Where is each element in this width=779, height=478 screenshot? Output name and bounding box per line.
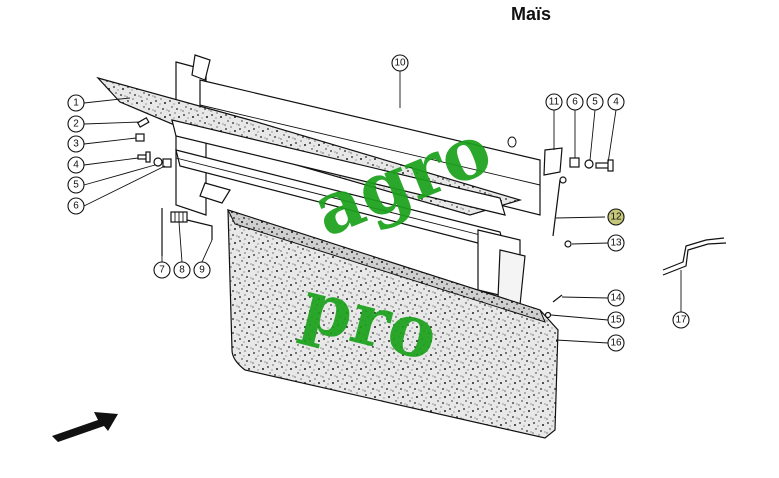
callout-7: 7 [153, 261, 171, 279]
callout-17: 17 [672, 311, 690, 329]
callout-6: 6 [67, 197, 85, 215]
callout-5-right: 5 [586, 93, 604, 111]
callout-6-right: 6 [566, 93, 584, 111]
callout-9: 9 [193, 261, 211, 279]
callout-2: 2 [67, 115, 85, 133]
clamp-plate-11 [543, 147, 563, 176]
washer-5-left [153, 157, 163, 167]
nut-6-right [569, 157, 580, 168]
callout-12: 12 [607, 208, 625, 226]
top-rod [182, 50, 517, 148]
svg-text:4: 4 [613, 97, 619, 108]
svg-text:2: 2 [73, 119, 79, 130]
nut-3 [135, 133, 145, 142]
callout-13: 13 [607, 234, 625, 252]
bracket-17 [662, 237, 727, 276]
callout-3: 3 [67, 135, 85, 153]
svg-text:12: 12 [610, 212, 622, 223]
svg-text:8: 8 [179, 265, 185, 276]
callouts: 1 2 3 4 5 6 7 8 9 10 11 6 5 4 12 13 14 1… [67, 54, 690, 352]
callout-4: 4 [67, 156, 85, 174]
callout-4-right: 4 [607, 93, 625, 111]
hook-rod-12 [552, 176, 567, 237]
svg-text:7: 7 [159, 265, 165, 276]
svg-text:9: 9 [199, 265, 205, 276]
right-end-plate [477, 229, 526, 306]
svg-text:11: 11 [549, 97, 560, 108]
svg-text:14: 14 [610, 293, 622, 304]
svg-text:10: 10 [394, 58, 406, 69]
callout-14: 14 [607, 289, 625, 307]
svg-text:1: 1 [73, 98, 79, 109]
callout-1: 1 [67, 94, 85, 112]
svg-text:15: 15 [610, 315, 622, 326]
svg-text:13: 13 [610, 238, 622, 249]
bolt-4-left [137, 151, 151, 163]
svg-text:5: 5 [592, 97, 598, 108]
bolt-14 [552, 294, 563, 303]
callout-8: 8 [173, 261, 191, 279]
direction-arrow [52, 412, 118, 442]
svg-text:3: 3 [73, 139, 79, 150]
nut-6-left [162, 158, 172, 168]
svg-text:5: 5 [73, 180, 79, 191]
svg-text:17: 17 [675, 315, 687, 326]
l-rod-9 [186, 219, 213, 240]
bolt-2 [136, 116, 150, 128]
screw-15 [544, 311, 552, 319]
svg-text:6: 6 [73, 201, 79, 212]
bolt-4-right [595, 159, 614, 172]
callout-5: 5 [67, 176, 85, 194]
svg-text:6: 6 [572, 97, 578, 108]
leader-lines [83, 71, 682, 344]
washer-5-right [584, 159, 594, 169]
diagram-title: Maïs [511, 4, 552, 24]
callout-15: 15 [607, 311, 625, 329]
callout-16: 16 [607, 334, 625, 352]
svg-text:4: 4 [73, 160, 79, 171]
callout-11: 11 [545, 93, 563, 111]
spring-8 [170, 211, 188, 223]
lower-rubber-flap [227, 209, 559, 439]
svg-text:16: 16 [610, 338, 622, 349]
callout-10: 10 [391, 54, 409, 72]
washer-13 [564, 240, 572, 248]
